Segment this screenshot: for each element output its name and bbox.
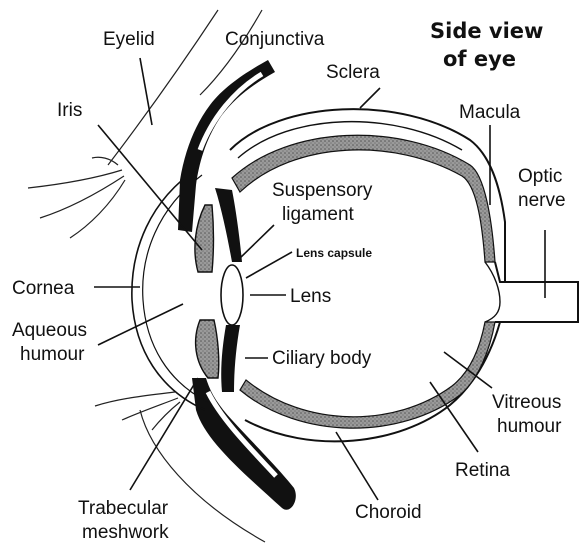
label-iris: Iris <box>57 100 82 121</box>
label-retina: Retina <box>455 460 510 481</box>
cornea-inner <box>143 175 208 402</box>
label-trabecular-2: meshwork <box>82 522 169 543</box>
label-aqueous-2: humour <box>20 344 85 365</box>
upper-eyelashes <box>28 157 125 238</box>
iris-upper <box>195 205 214 272</box>
label-suspensory-2: ligament <box>282 204 355 225</box>
label-macula: Macula <box>459 102 521 123</box>
label-lens: Lens <box>290 286 331 307</box>
lens <box>221 265 243 325</box>
label-vitreous-1: Vitreous <box>492 392 561 413</box>
label-vitreous-2: humour <box>497 416 562 437</box>
label-choroid: Choroid <box>355 502 422 523</box>
label-conjunctiva: Conjunctiva <box>225 29 325 50</box>
label-sclera: Sclera <box>326 62 380 83</box>
label-aqueous-1: Aqueous <box>12 320 87 341</box>
label-cornea: Cornea <box>12 278 75 299</box>
choroid-band-lower <box>240 322 495 428</box>
label-eyelid: Eyelid <box>103 29 155 50</box>
lower-eyelashes <box>95 392 180 430</box>
title-line-1: Side view <box>430 19 543 43</box>
ciliary-body-upper <box>215 188 242 262</box>
label-lens-capsule: Lens capsule <box>296 246 372 260</box>
label-optic-nerve-1: Optic <box>518 166 562 187</box>
label-trabecular-1: Trabecular <box>78 498 169 519</box>
title-line-2: of eye <box>443 47 516 71</box>
label-optic-nerve-2: nerve <box>518 190 566 211</box>
ciliary-body-lower <box>221 325 240 392</box>
optic-nerve <box>495 262 578 322</box>
label-ciliary-body: Ciliary body <box>272 348 372 369</box>
iris-lower <box>196 320 219 378</box>
label-suspensory-1: Suspensory <box>272 180 373 201</box>
